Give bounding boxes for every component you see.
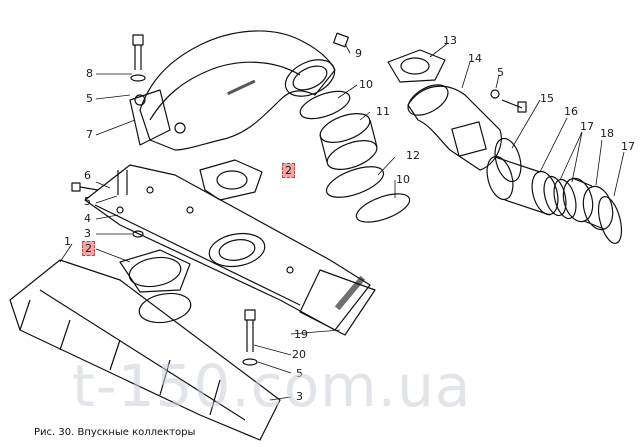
callout-13: 13: [443, 34, 457, 47]
callout-10-lower: 10: [396, 173, 410, 186]
ring-10-lower: [355, 193, 411, 223]
callout-14: 14: [468, 52, 482, 65]
callout-7: 7: [86, 128, 93, 141]
leader-lines: [59, 42, 625, 401]
callout-2-lower: 2: [82, 241, 95, 256]
ring-10-upper: [299, 90, 351, 120]
upper-intake-pipe: [129, 30, 336, 151]
callout-19: 19: [294, 328, 308, 341]
hatching-detail: [226, 79, 366, 311]
gasket-2-lower: [119, 249, 191, 293]
callout-10-upper: 10: [359, 78, 373, 91]
callout-12: 12: [406, 149, 420, 162]
callout-8: 8: [86, 67, 93, 80]
clamp-17: [597, 196, 623, 244]
callout-16: 16: [564, 105, 578, 118]
callout-20: 20: [292, 348, 306, 361]
callout-17: 17: [580, 120, 594, 133]
callout-9: 9: [355, 47, 362, 60]
callout-15: 15: [540, 92, 554, 105]
callout-5-right: 5: [497, 66, 504, 79]
callout-3: 3: [84, 227, 91, 240]
callout-2-upper: 2: [282, 163, 295, 178]
bolt-8: [130, 34, 146, 82]
gasket-13: [387, 49, 446, 83]
callout-11: 11: [376, 105, 390, 118]
figure-caption: Рис. 30. Впускные коллекторы: [34, 427, 196, 438]
sleeve-16: [486, 155, 577, 220]
callout-18: 18: [600, 127, 614, 140]
bolt-right: [490, 89, 527, 113]
washer-3-upper: [132, 230, 144, 238]
bolt-6: [71, 170, 128, 195]
callout-3-bottom: 3: [296, 390, 303, 403]
manifold-1: [9, 256, 281, 441]
elbow-pipe-14: [407, 84, 502, 171]
callout-4: 4: [84, 212, 91, 225]
ring-12: [325, 166, 385, 198]
part-9: [333, 32, 349, 48]
gasket-2-upper: [199, 159, 263, 201]
callout-5-left: 5: [84, 195, 91, 208]
manifold-4: [84, 164, 376, 336]
callout-17-right: 17: [621, 140, 635, 153]
callout-5: 5: [86, 92, 93, 105]
bolt-20: [242, 309, 258, 366]
callout-6: 6: [84, 169, 91, 182]
hose-18: [562, 177, 614, 231]
sleeve-11: [319, 113, 378, 170]
ring-15: [494, 137, 522, 183]
callout-5-bottom: 5: [296, 367, 303, 380]
callout-1: 1: [64, 235, 71, 248]
